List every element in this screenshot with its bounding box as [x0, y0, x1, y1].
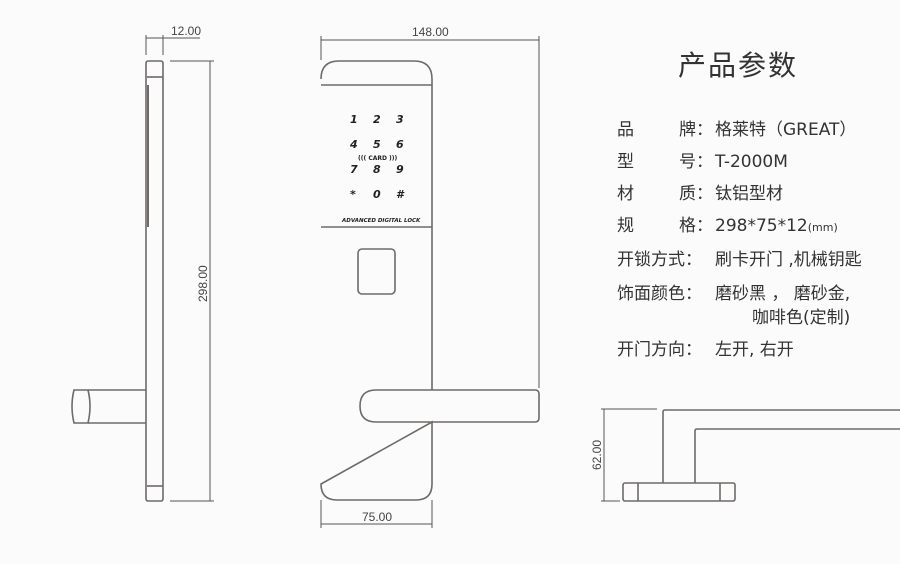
spec-label: 质：: [679, 184, 713, 204]
spec-label: 开锁方式：: [617, 250, 702, 270]
spec-row-unlock: 开锁方式： 刷卡开门 ,机械钥匙: [617, 245, 862, 270]
spec-label: 开门方向：: [617, 340, 702, 360]
side-handle-knob: [71, 389, 146, 424]
lever-handle[interactable]: [359, 389, 540, 423]
dimension-total-width: 148.00: [320, 25, 540, 388]
handle-top-view: 62.00: [590, 408, 900, 502]
key-7[interactable]: 7: [350, 163, 358, 176]
key-5[interactable]: 5: [373, 138, 381, 151]
key-8[interactable]: 8: [373, 163, 381, 176]
key-hash[interactable]: #: [396, 188, 405, 201]
spec-row-direction: 开门方向： 左开, 右开: [617, 335, 794, 360]
dimension-plate-width-label: 75.00: [362, 510, 392, 524]
dimension-handle-depth-label: 62.00: [590, 440, 604, 470]
dimension-thickness-label: 12.00: [171, 24, 201, 38]
spec-label: 型: [617, 152, 634, 172]
spec-label: 号：: [679, 152, 713, 172]
key-0[interactable]: 0: [373, 188, 381, 201]
key-star[interactable]: *: [350, 188, 356, 201]
spec-value: 左开, 右开: [715, 340, 794, 360]
front-view: 1 2 3 4 5 6 ((( CARD ))) 7 8 9 * 0 # ADV…: [320, 25, 540, 528]
spec-unit: (mm): [807, 221, 838, 234]
key-2[interactable]: 2: [373, 113, 381, 126]
spec-title: 产品参数: [678, 49, 799, 82]
spec-label: 格：: [679, 216, 713, 236]
spec-label: 材: [617, 184, 634, 204]
dimension-height: 298.00: [170, 60, 214, 502]
spec-row-size: 规 格：298*75*12(mm): [617, 211, 838, 236]
spec-label: 牌：: [679, 120, 713, 140]
card-reader-label: ((( CARD ))): [358, 155, 398, 162]
spec-value: 298*75*12: [715, 216, 808, 236]
spec-value: 钛铝型材: [715, 184, 783, 204]
spec-row-model: 型 号：T-2000M: [617, 147, 788, 172]
keypad: 1 2 3 4 5 6 ((( CARD ))) 7 8 9 * 0 # ADV…: [341, 113, 421, 224]
side-view: 12.00 298.00: [71, 24, 214, 502]
brand-strip-label: ADVANCED DIGITAL LOCK: [341, 218, 421, 224]
spec-value: 格莱特（GREAT）: [715, 120, 857, 140]
dimension-height-label: 298.00: [196, 265, 210, 302]
spec-label: 品: [617, 120, 634, 140]
spec-value: T-2000M: [715, 152, 788, 172]
spec-row-finish: 饰面颜色： 磨砂黑 ， 磨砂金,: [617, 279, 850, 304]
key-3[interactable]: 3: [396, 113, 404, 126]
spec-value: 刷卡开门 ,机械钥匙: [715, 250, 862, 270]
spec-row-material: 材 质：钛铝型材: [617, 179, 783, 204]
spec-row-brand: 品 牌：格莱特（GREAT）: [617, 115, 856, 140]
dimension-plate-width: 75.00: [320, 500, 433, 528]
spec-value: 咖啡色(定制): [752, 308, 851, 328]
dimension-thickness: 12.00: [145, 24, 201, 55]
key-9[interactable]: 9: [396, 163, 404, 176]
key-1[interactable]: 1: [350, 113, 358, 126]
key-4[interactable]: 4: [349, 138, 358, 151]
spec-label: 规: [617, 216, 634, 236]
key-6[interactable]: 6: [396, 138, 404, 151]
dimension-total-width-label: 148.00: [412, 25, 449, 39]
spec-label: 饰面颜色：: [617, 284, 702, 304]
keyhole-cover: [357, 248, 396, 295]
spec-row-finish-cont: 咖啡色(定制): [752, 303, 850, 328]
dimension-handle-depth: 62.00: [590, 408, 657, 502]
spec-value: 磨砂黑 ， 磨砂金,: [715, 284, 851, 304]
